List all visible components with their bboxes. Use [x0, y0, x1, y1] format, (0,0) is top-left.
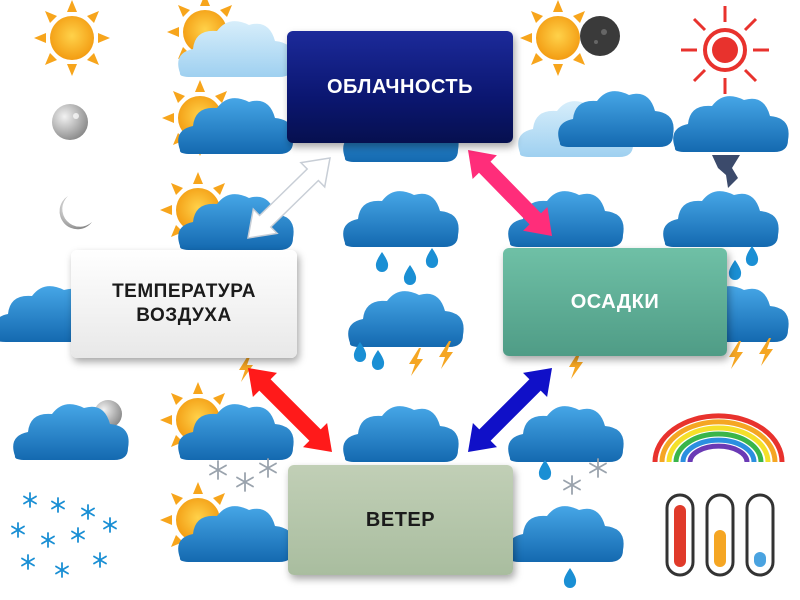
thermometer-icon	[665, 493, 775, 577]
moon-icon	[52, 104, 88, 140]
rainbow-icon	[652, 413, 785, 463]
snow-icon	[11, 492, 117, 578]
storm-cloud-icon	[348, 291, 464, 376]
snow-cloud-icon	[508, 406, 624, 495]
rain-cloud-icon	[343, 191, 459, 285]
sun-moon-icon	[520, 0, 620, 76]
sun-cloud-icon	[160, 172, 294, 250]
rain-cloud-icon	[508, 506, 624, 588]
moon-cloud-icon	[13, 400, 129, 460]
red-sun-icon	[681, 6, 769, 94]
node-wind: ВЕТЕР	[288, 465, 513, 575]
sun-icon	[34, 0, 110, 76]
crescent-moon-icon	[59, 196, 92, 230]
sun-cloud-icon	[160, 382, 294, 492]
cloud-icon	[343, 406, 459, 462]
node-temperature: ТЕМПЕРАТУРА ВОЗДУХА	[71, 250, 297, 358]
sun-cloud-icon	[167, 0, 294, 77]
node-clouds: ОБЛАЧНОСТЬ	[287, 31, 513, 143]
cloud-icon	[518, 91, 674, 157]
tornado-cloud-icon	[673, 96, 789, 188]
node-precipitation: ОСАДКИ	[503, 248, 727, 356]
sun-cloud-icon	[162, 80, 294, 156]
sun-cloud-icon	[160, 482, 294, 562]
